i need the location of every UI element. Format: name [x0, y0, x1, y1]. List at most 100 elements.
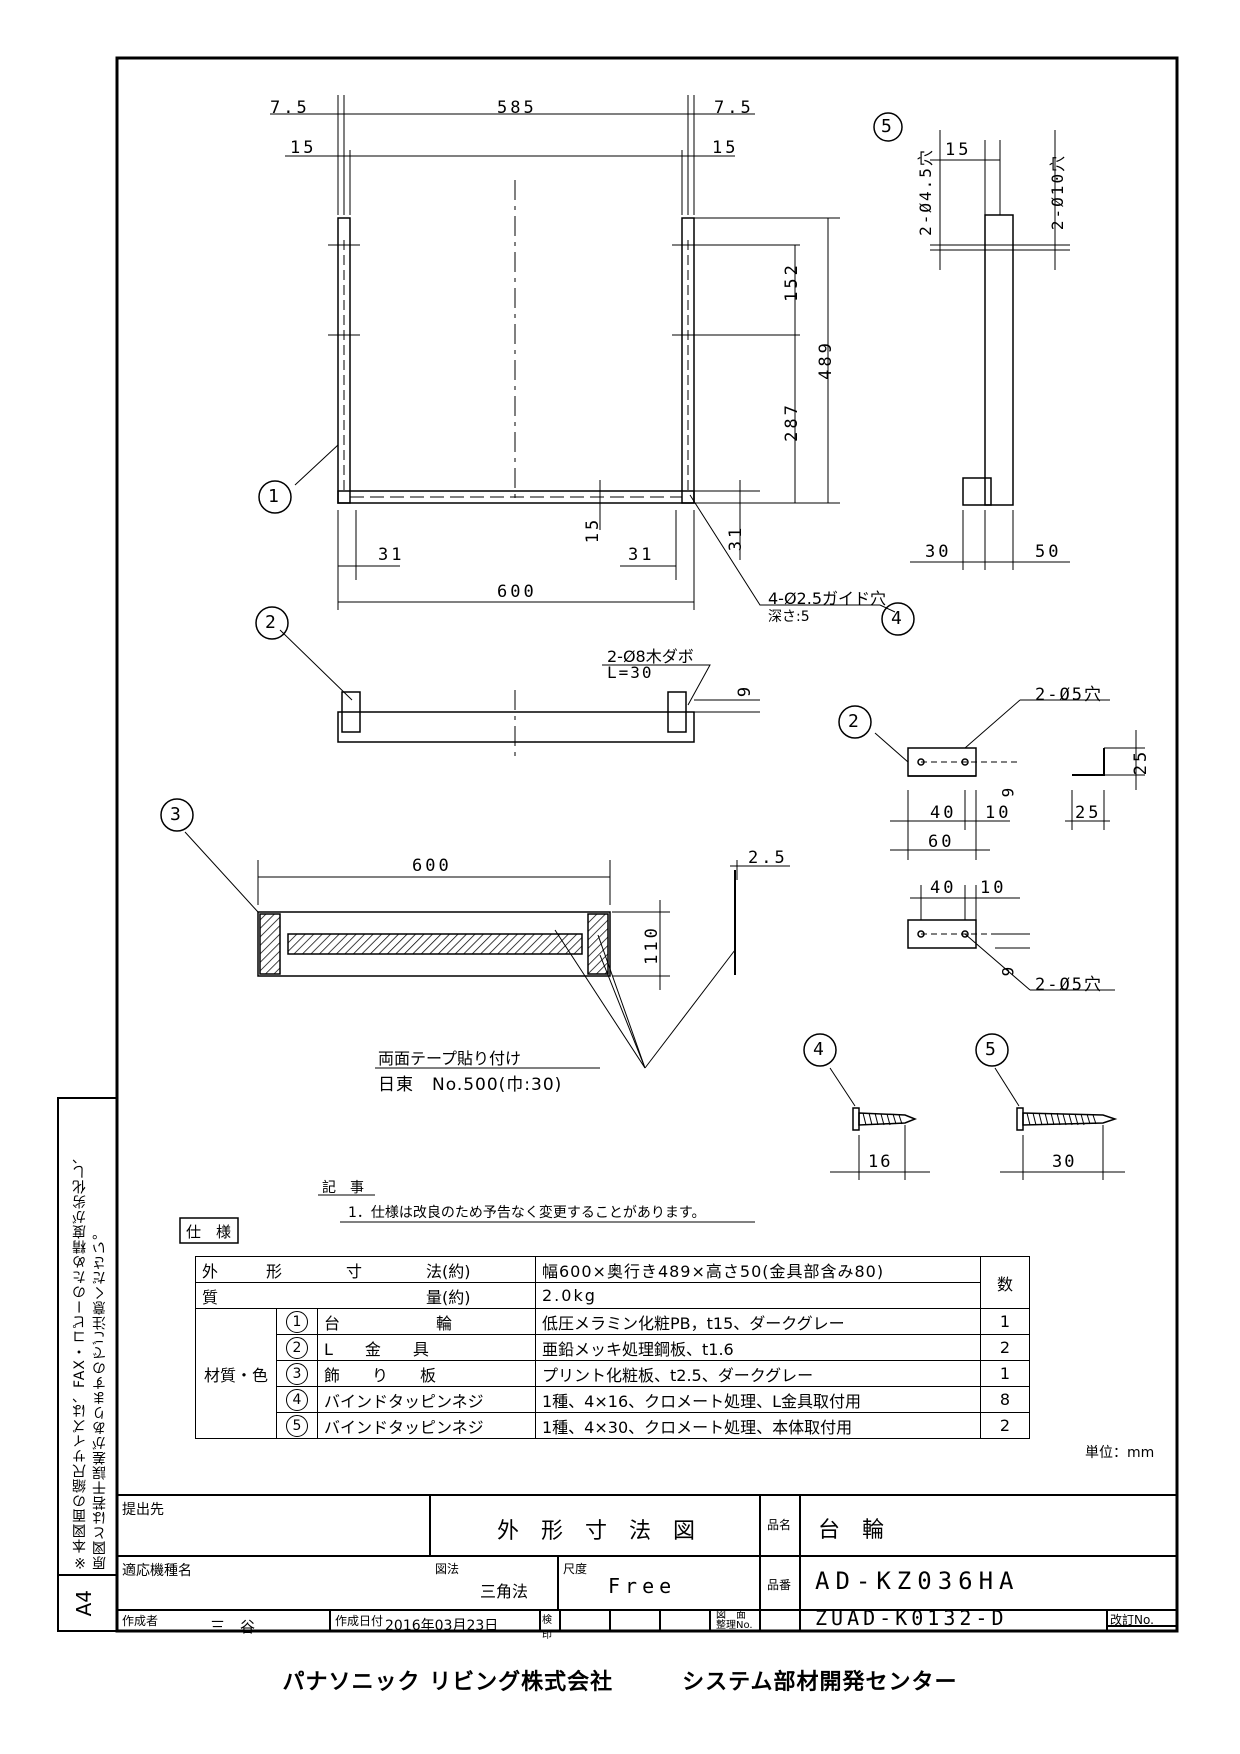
dim-7.5-left: 7.5: [270, 98, 310, 118]
part-spec: 1種、4×16、クロメート処理、L金具取付用: [535, 1386, 981, 1413]
depth-label: 深さ:5: [768, 609, 810, 625]
hole-5-top: 2-Ø5穴: [1035, 685, 1103, 705]
dim-600-board: 600: [412, 856, 452, 876]
method-label: 図法: [435, 1562, 460, 1576]
notes-item: 1．仕様は改良のため予告なく変更することがあります。: [348, 1205, 706, 1221]
hole-5-bottom: 2-Ø5穴: [1035, 975, 1103, 995]
row-number: 5: [286, 1414, 308, 1437]
part-spec: 低圧メラミン化粧PB，t15、ダークグレー: [535, 1308, 981, 1335]
submit-to-label: 提出先: [122, 1502, 164, 1518]
scale-label: 尺度: [563, 1562, 588, 1576]
callout-2b: [838, 705, 872, 739]
side-note-line1: ※本図面の縮尺サイズは、FAX・コピーのため精度が劣化し、: [72, 1149, 88, 1570]
dim-31-left: 31: [378, 545, 405, 565]
outer-size-value: 幅600×奥行き489×高さ50(金具部含み80): [535, 1256, 981, 1283]
part-spec: 亜鉛メッキ処理鋼板、t1.6: [535, 1334, 981, 1361]
check-label: 検印: [542, 1615, 552, 1641]
callout-4b: [803, 1033, 837, 1067]
dim-287: 287: [781, 402, 802, 442]
part-spec: 1種、4×30、クロメート処理、本体取付用: [535, 1412, 981, 1439]
outer-size-label: 外 形 寸 法(約): [195, 1256, 536, 1283]
callout-4a: [881, 602, 915, 636]
dowel-length: L=30: [607, 663, 654, 682]
callout-1: [258, 480, 292, 514]
dim-600: 600: [497, 582, 537, 602]
callout-5a-label: 5: [881, 116, 892, 137]
dim-25-height: 25: [1131, 748, 1152, 776]
model-label: 適応機種名: [122, 1563, 192, 1579]
callout-2b-label: 2: [848, 711, 859, 732]
hole-10: 2-Ø10穴: [1048, 153, 1068, 231]
part-qty: 1: [980, 1360, 1030, 1387]
mass-value: 2.0kg: [535, 1282, 981, 1309]
name-label: 品名: [767, 1518, 792, 1532]
dim-110-board: 110: [641, 925, 662, 965]
side-note-line2: 原図とは若干誤差がありますのでご注意ください。: [92, 1225, 108, 1570]
spec-heading-box: [179, 1217, 239, 1244]
drawing-frame: [115, 56, 1179, 1633]
doc-no-value: ZUAD-K0132-D: [815, 1606, 1008, 1630]
qty-header: 数: [980, 1256, 1030, 1309]
part-qty: 8: [980, 1386, 1030, 1413]
guide-hole-label: 4-Ø2.5ガイド穴: [768, 589, 886, 608]
part-spec: プリント化粧板、t2.5、ダークグレー: [535, 1360, 981, 1387]
dim-10-lower: 10: [980, 878, 1007, 898]
side-note-box: [57, 1097, 118, 1632]
part1-frame: [270, 95, 896, 613]
notes-heading: 記 事: [322, 1180, 364, 1196]
tape-label-2: 日東 No.500(巾:30): [378, 1075, 563, 1095]
part-qty: 1: [980, 1308, 1030, 1335]
date-label: 作成日付: [335, 1614, 384, 1628]
side-note: ※本図面の縮尺サイズは、FAX・コピーのため精度が劣化し、: [70, 1100, 90, 1570]
author-value: 三 谷: [210, 1618, 256, 1636]
unit-label: 単位：mm: [1085, 1445, 1155, 1461]
dim-489: 489: [815, 340, 836, 380]
dim-9-part2: 9: [735, 686, 756, 698]
dim-2.5-board: 2.5: [748, 848, 788, 868]
dim-40-detail: 40: [930, 803, 957, 823]
row-number: 3: [286, 1362, 308, 1385]
dim-15-left: 15: [290, 138, 317, 158]
screw-16: [829, 1067, 930, 1180]
part-no-label: 品番: [767, 1578, 792, 1592]
title-block: [117, 1494, 1177, 1631]
dim-7.5-right: 7.5: [714, 98, 754, 118]
callout-2a-label: 2: [265, 612, 276, 633]
table-row: 2 L 金 具 亜鉛メッキ処理鋼板、t1.6 2: [196, 1334, 1030, 1361]
dim-40-lower: 40: [930, 878, 957, 898]
dowel-label: 2-Ø8木ダボ: [607, 647, 694, 666]
part-name: バインドタッピンネジ: [317, 1386, 536, 1413]
part-name: L 金 具: [317, 1334, 536, 1361]
dim-15-part5: 15: [945, 140, 972, 160]
part-name: バインドタッピンネジ: [317, 1412, 536, 1439]
screw-30-length: 30: [1052, 1152, 1077, 1172]
callout-5a: [873, 112, 903, 142]
part-qty: 2: [980, 1412, 1030, 1439]
part-no-value: AD-KZ036HA: [815, 1567, 1020, 1595]
part2-detail: [874, 699, 1145, 991]
table-row: 5 バインドタッピンネジ 1種、4×30、クロメート処理、本体取付用 2: [196, 1412, 1030, 1439]
dim-152: 152: [781, 262, 802, 302]
part-name: 飾 り 板: [317, 1360, 536, 1387]
screw-16-length: 16: [868, 1152, 893, 1172]
dim-15-right: 15: [712, 138, 739, 158]
date-value: 2016年03月23日: [385, 1618, 499, 1634]
company-footer: パナソニック リビング株式会社 システム部材開発センター: [282, 1670, 958, 1695]
material-label: 材質・色: [195, 1308, 277, 1439]
dim-9-detail: 9: [998, 787, 1018, 798]
dim-10-detail: 10: [985, 803, 1012, 823]
dim-30-part5: 30: [925, 542, 952, 562]
spec-heading: 仕 様: [186, 1223, 232, 1241]
spec-table: 外 形 寸 法(約) 幅600×奥行き489×高さ50(金具部含み80) 数 質…: [195, 1256, 1030, 1439]
dim-25-width: 25: [1075, 803, 1102, 823]
table-row: 4 バインドタッピンネジ 1種、4×16、クロメート処理、L金具取付用 8: [196, 1386, 1030, 1413]
dim-15-bottom: 15: [583, 516, 604, 544]
callout-4a-label: 4: [891, 608, 902, 629]
callout-3-label: 3: [170, 804, 181, 825]
drawing-title: 外 形 寸 法 図: [497, 1519, 696, 1544]
part-qty: 2: [980, 1334, 1030, 1361]
callout-4b-label: 4: [813, 1039, 824, 1060]
row-number: 4: [286, 1388, 308, 1411]
dim-9-lower: 9: [998, 966, 1018, 977]
